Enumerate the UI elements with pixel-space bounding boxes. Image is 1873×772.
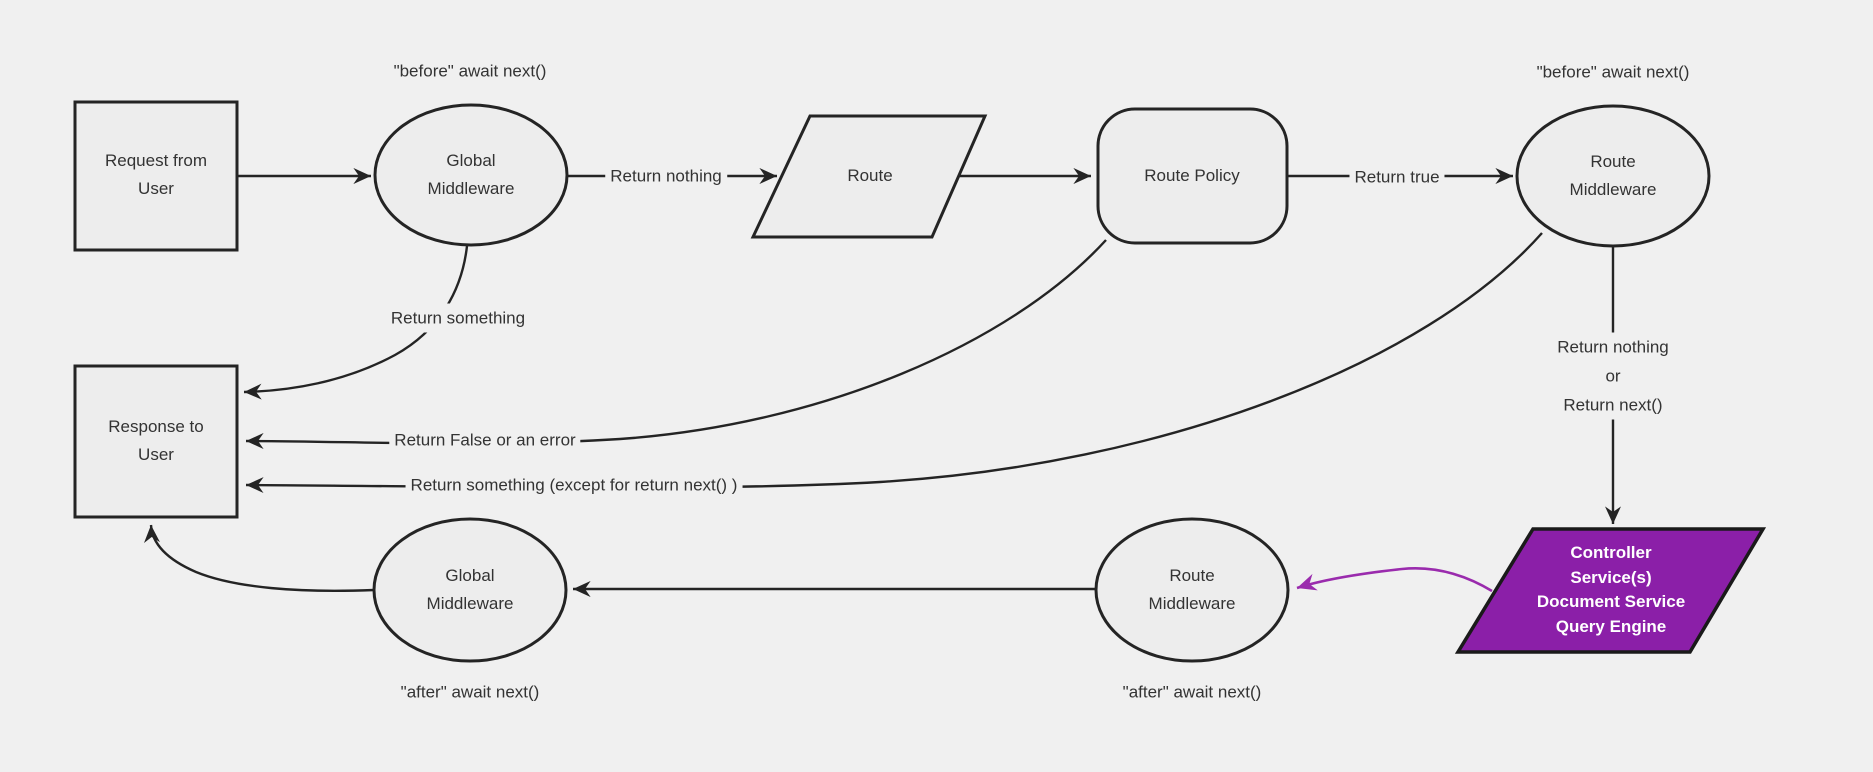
node-global-middleware-bottom [372, 517, 568, 663]
node-request-from-user [73, 100, 239, 252]
node-route-middleware-top [1515, 104, 1711, 248]
edge-route-middleware-to-response [245, 232, 1543, 494]
node-route-middleware-bottom [1094, 517, 1290, 663]
edge-global-middleware-bottom-to-response [144, 524, 375, 592]
node-route-policy [1096, 107, 1289, 245]
edge-route-policy-to-response [245, 239, 1107, 450]
edge-global-middleware-to-response [243, 245, 469, 400]
edge-controller-to-route-middleware-bottom [1296, 567, 1493, 593]
node-global-middleware-top [373, 103, 569, 247]
node-response-to-user [73, 364, 239, 519]
node-route [750, 114, 988, 239]
node-controller-services [1454, 527, 1767, 654]
